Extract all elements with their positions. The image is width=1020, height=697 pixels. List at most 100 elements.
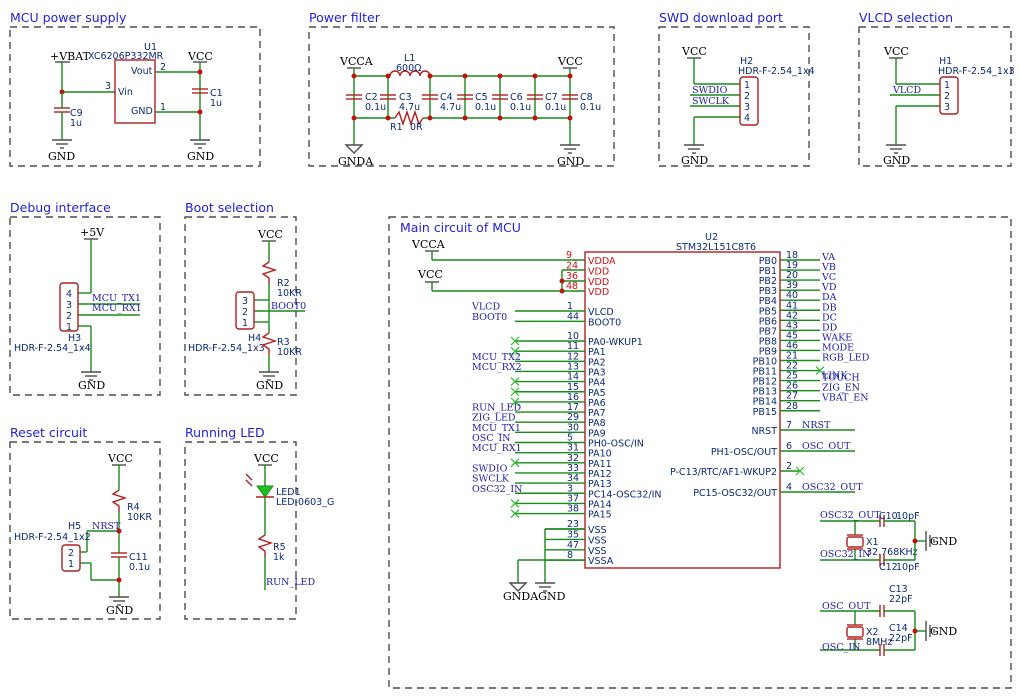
mcu-pin-number: 22 — [786, 361, 798, 372]
r2-ref: R2 — [277, 278, 290, 289]
mcu-pin-name: PA5 — [588, 388, 606, 399]
mcu-pin-name: PA10 — [588, 449, 612, 460]
mcu-pin-number: 34 — [567, 473, 579, 484]
mcu-pin-name: VSS — [588, 535, 607, 546]
mcu-pin-number: 6 — [786, 441, 792, 452]
section-title-debug: Debug interface — [10, 200, 111, 215]
h4-pin1: 1 — [242, 318, 248, 329]
x2-ref: X2 — [866, 627, 879, 638]
u2-value: STM32L151C8T6 — [676, 242, 756, 253]
mcu-pin-name: PB14 — [753, 397, 777, 408]
h2-pin2: 2 — [744, 91, 750, 102]
led1-ref: LED1 — [276, 487, 301, 498]
section-title-led: Running LED — [185, 425, 265, 440]
mcu-pin-number: 48 — [566, 281, 578, 292]
x2-value: 8MHz — [866, 637, 892, 648]
mcu-net-label: OSC_OUT — [802, 441, 851, 452]
mcu-pin-name: PA1 — [588, 347, 606, 358]
section-box-power-filter — [308, 26, 615, 167]
gnd-label-x2: GND — [930, 625, 957, 638]
c12-ref: C12 — [879, 562, 898, 573]
mcu-pin-number: 40 — [786, 290, 798, 301]
mcu-pin-number: 35 — [567, 529, 579, 540]
l1-inductor — [389, 70, 431, 77]
section-title-main: Main circuit of MCU — [400, 220, 521, 235]
c3-ref: C3 — [399, 92, 412, 103]
mcu-net-label: MCU_RX1 — [472, 443, 522, 454]
mcu-pin-number: 16 — [567, 392, 579, 403]
u1-pin-vout: Vout — [131, 66, 153, 77]
mcu-pin-name: PC14-OSC32/IN — [588, 489, 661, 500]
gnda-label: GNDA — [338, 155, 374, 168]
r5-resistor — [257, 534, 274, 557]
debug-interface-circuit: +5V MCU_TX1 MCU_RX1 4 3 2 1 H3 HDR-F-2.5… — [14, 226, 142, 392]
mcu-pin-name: PH0-OSC/IN — [588, 439, 644, 450]
u1-ref: U1 — [144, 42, 157, 53]
mcu-net-label: VD — [821, 282, 837, 293]
mcu-net-label: SWDIO — [472, 463, 508, 474]
mcu-pin-number: 29 — [567, 412, 579, 423]
mcu-vcca-label: VCCA — [411, 238, 446, 251]
c9-ref: C9 — [70, 108, 83, 119]
led1-diode — [256, 485, 274, 498]
h5-header — [61, 544, 81, 572]
gnd-label-boot: GND — [256, 379, 283, 392]
reset-nrst-net: NRST — [92, 521, 121, 532]
debug-mcu-tx1-net: MCU_TX1 — [92, 293, 141, 304]
vbat-label: +VBAT — [50, 50, 91, 63]
r4-resistor — [111, 489, 128, 512]
mcu-pin-number: 15 — [567, 382, 579, 393]
mcu-pin-number: 42 — [786, 310, 798, 321]
h5-ref: H5 — [68, 521, 81, 532]
c3-value: 4.7u — [399, 102, 420, 113]
mcu-net-label: ZIG_LED — [472, 413, 516, 424]
mcu-pin-name: VDD — [588, 287, 609, 298]
mcu-pin-name: PB7 — [759, 326, 777, 337]
section-box-mcu-power — [9, 26, 261, 167]
mcu-net-label: VB — [821, 262, 836, 273]
u1-pin2-number: 2 — [160, 62, 166, 73]
c7-value: 0.1u — [545, 102, 566, 113]
mcu-net-label: MCU_RX2 — [472, 362, 522, 373]
h4-value: HDR-F-2.54_1x3 — [188, 343, 265, 354]
r5-ref: R5 — [273, 542, 286, 553]
mcu-net-label: OSC_IN — [472, 433, 510, 444]
mcu-pin-name: PH1-OSC/OUT — [711, 447, 777, 458]
mcu-pin-name: PB5 — [759, 306, 777, 317]
section-title-reset: Reset circuit — [10, 425, 87, 440]
boot-vcc-label: VCC — [257, 228, 283, 241]
mcu-pin-name: VDD — [588, 277, 609, 288]
mcu-pin-name: PB8 — [759, 336, 777, 347]
h3-header — [59, 282, 79, 332]
c4-value: 4.7u — [440, 102, 461, 113]
x2-osc-in-net: OSC_IN — [822, 642, 860, 653]
mcu-pin-name: PB0 — [759, 256, 777, 267]
section-box-main — [388, 216, 1012, 689]
mcu-pin-number: 10 — [567, 331, 579, 342]
mcu-pin-name: VSSA — [588, 556, 614, 567]
mcu-pin-number: 43 — [786, 320, 798, 331]
mcu-net-label: MCU_TX1 — [472, 423, 521, 434]
mcu-net-label: LINK — [822, 371, 848, 382]
gnd-label-x1: GND — [930, 535, 957, 548]
u1-pin1-number: 1 — [160, 102, 166, 113]
mcu-net-label: RUN_LED — [472, 403, 521, 414]
mcu-pin-number: 12 — [567, 351, 579, 362]
u1-pin3-number: 3 — [105, 81, 111, 92]
mcu-net-label: VC — [821, 272, 836, 283]
section-box-reset — [9, 441, 161, 620]
mcu-pin-number: 33 — [567, 463, 579, 474]
vcca-label: VCCA — [339, 55, 374, 68]
mcu-pin-number: 37 — [567, 493, 579, 504]
h1-pin2: 2 — [944, 91, 950, 102]
r5-value: 1k — [273, 552, 285, 563]
h3-pin1: 1 — [66, 322, 72, 333]
r1-resistor — [394, 109, 424, 127]
gnd-label-mcu-power-2: GND — [187, 150, 214, 163]
vlcd-selection-circuit: VCC VLCD 1 2 3 H1 HDR-F-2.54_1x3 GND — [883, 45, 1015, 167]
r4-ref: R4 — [127, 502, 140, 513]
mcu-pin-number: 1 — [567, 301, 573, 312]
mcu-net-label: WAKE — [822, 332, 852, 343]
mcu-pin-number: 21 — [786, 351, 798, 362]
